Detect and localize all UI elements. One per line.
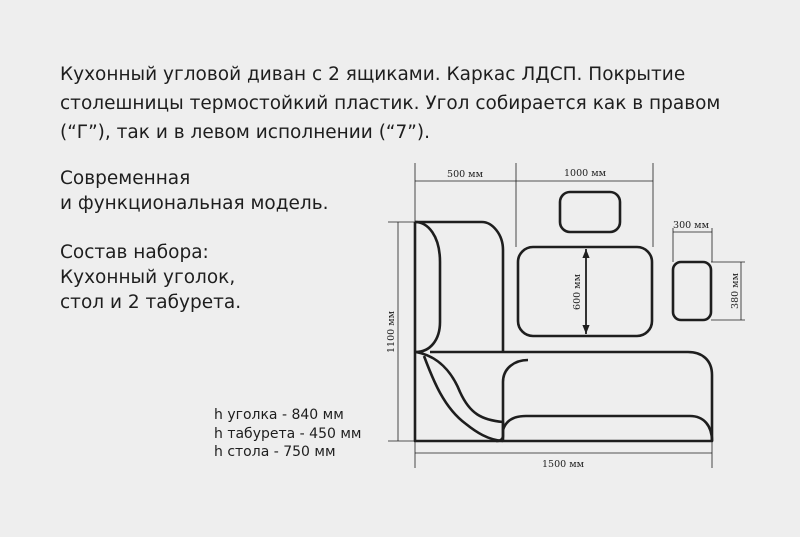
description-line-3: (“Г”), так и в левом исполнении (“7”).	[60, 122, 430, 143]
stool-top-1	[558, 190, 622, 234]
sofa-seat-cushion	[501, 358, 529, 441]
set-item-table-stools: стол и 2 табурета.	[60, 292, 242, 313]
description-line-2: столешницы термостойкий пластик. Угол со…	[60, 93, 721, 114]
height-corner: h уголка - 840 мм	[214, 407, 344, 423]
sofa-corner-seat-inner	[422, 355, 504, 443]
dim-stool-width: 300 мм	[673, 220, 710, 231]
set-item-corner: Кухонный уголок,	[60, 267, 236, 288]
dim-corner-height: 1100 мм	[386, 310, 397, 353]
dim-corner-length: 1500 мм	[542, 459, 585, 470]
sofa-seat-frame	[430, 350, 714, 443]
sofa-front-roll	[501, 414, 714, 442]
height-stool: h табурета - 450 мм	[214, 425, 362, 442]
dim-stool-depth: 380 мм	[730, 272, 741, 309]
sofa-outer-frame	[413, 222, 503, 443]
dim-corner-depth: 500 мм	[447, 169, 484, 180]
sofa-corner-armrest	[414, 220, 442, 354]
sofa-back-cushion	[415, 220, 505, 352]
height-table: h стола - 750 мм	[214, 444, 336, 460]
features-line-2: и функциональная модель.	[60, 193, 329, 214]
description-line-1: Кухонный угловой диван с 2 ящиками. Карк…	[60, 64, 686, 85]
heights-list: h уголка - 840 мм h табурета - 450 мм h …	[214, 406, 361, 462]
dim-table-depth: 600 мм	[572, 273, 583, 310]
corner-sofa-outline	[413, 220, 714, 443]
table-top	[516, 245, 654, 338]
stool-top-2	[671, 260, 713, 322]
features-text: Современная и функциональная модель.	[60, 166, 329, 216]
set-contents: Состав набора: Кухонный уголок, стол и 2…	[60, 240, 241, 315]
sofa-corner-seat	[415, 350, 505, 443]
description-text: Кухонный угловой диван с 2 ящиками. Карк…	[60, 60, 780, 147]
dimension-lines	[388, 163, 745, 468]
dim-table-width: 1000 мм	[564, 168, 607, 179]
set-title: Состав набора:	[60, 242, 209, 263]
features-line-1: Современная	[60, 168, 191, 189]
